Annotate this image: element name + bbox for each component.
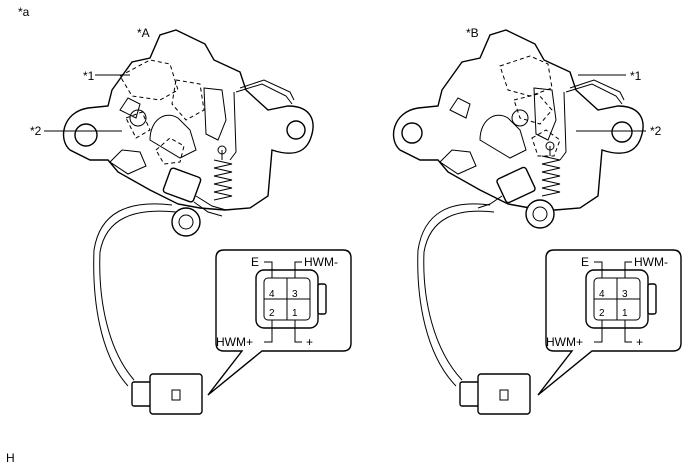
view-a-label-hwm-plus: HWM+: [216, 335, 253, 349]
view-b-pin-3: 3: [622, 289, 628, 300]
view-a-label-e: E: [251, 255, 259, 269]
view-a-callout-1: *1: [83, 69, 130, 83]
view-b-pin-4: 4: [599, 289, 605, 300]
view-a-harness: [93, 203, 177, 387]
view-a-plug: [131, 373, 203, 415]
view-b-label-plus: +: [636, 335, 643, 349]
footer-code: H: [6, 451, 15, 465]
view-a-pin-1: 1: [292, 308, 298, 319]
figure-label: *a: [18, 5, 30, 19]
view-a-label-plus: +: [306, 335, 313, 349]
view-b-label: *B: [466, 26, 479, 40]
view-b-label-e: E: [581, 255, 589, 269]
view-b-spring: [541, 141, 561, 197]
view-a-switch: [162, 167, 227, 217]
view-b-callout-1-text: *1: [630, 69, 642, 83]
view-a-label: *A: [137, 26, 150, 40]
view-b-callout-1: *1: [578, 69, 642, 83]
view-b-harness: [417, 203, 495, 387]
view-a-pin-4: 4: [269, 289, 275, 300]
view-a-callout-2-text: *2: [30, 124, 42, 138]
view-a-spring: [213, 145, 233, 201]
view-a-callout-1-text: *1: [83, 69, 95, 83]
view-b-label-hwm-plus: HWM+: [546, 335, 583, 349]
view-b-callout-2: *2: [576, 124, 662, 138]
view-a-callout-2: *2: [30, 124, 122, 138]
view-b-pin-1: 1: [622, 308, 628, 319]
view-b-plug: [459, 373, 531, 415]
view-b-callout-2-text: *2: [650, 124, 662, 138]
view-a-connector: 4 3 2 1 E HWM- HWM+ +: [216, 255, 338, 349]
view-a-pin-3: 3: [292, 289, 298, 300]
view-b-latch-body: [392, 29, 644, 229]
view-b-label-hwm-minus: HWM-: [634, 255, 668, 269]
view-a-latch-body: [62, 29, 314, 237]
view-b-pin-2: 2: [599, 308, 605, 319]
view-b-connector: 4 3 2 1 E HWM- HWM+ +: [546, 255, 668, 349]
view-a-pin-2: 2: [269, 308, 275, 319]
view-b: *B: [392, 26, 682, 415]
view-a: *A: [30, 26, 352, 415]
view-b-switch: [477, 166, 536, 209]
view-a-label-hwm-minus: HWM-: [304, 255, 338, 269]
